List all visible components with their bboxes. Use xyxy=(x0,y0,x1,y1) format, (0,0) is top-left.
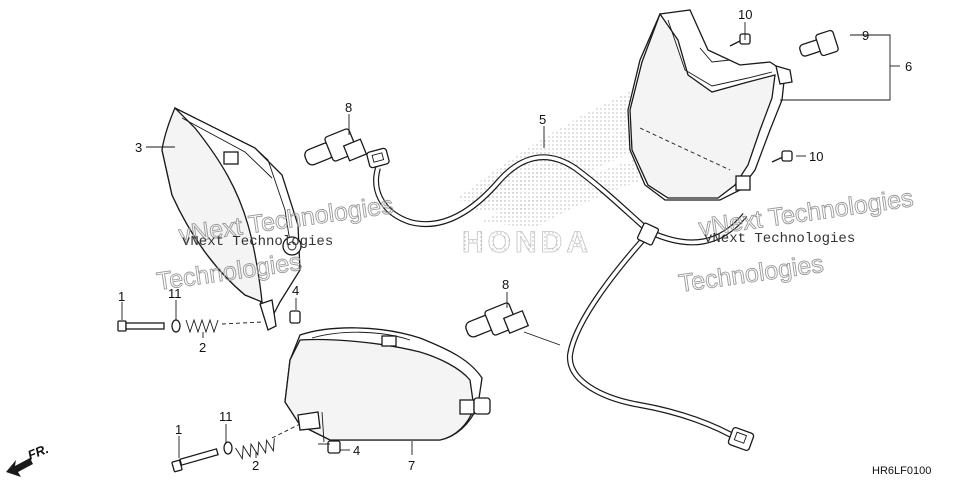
adjuster-set-lower xyxy=(171,411,341,473)
callout-4-lower: 4 xyxy=(353,443,360,458)
callout-11: 11 xyxy=(168,286,182,301)
screw-upper xyxy=(729,33,751,47)
headlight-right xyxy=(284,327,491,441)
brand-mark: HONDA xyxy=(462,226,592,259)
callout-1: 1 xyxy=(118,289,125,304)
callout-10-lower: 10 xyxy=(809,149,823,164)
diagram-code: HR6LF0100 xyxy=(872,465,931,477)
wire-harness-upper xyxy=(366,147,652,235)
callout-7: 7 xyxy=(408,458,415,473)
bulb-lower xyxy=(465,302,530,338)
direction-label: FR. xyxy=(26,441,51,463)
bulb-upper xyxy=(304,128,368,166)
headlight-left xyxy=(161,106,302,331)
callout-8-lower: 8 xyxy=(502,277,509,292)
callout-labels: 3 1 11 2 4 8 5 10 9 6 10 8 1 11 2 4 7 xyxy=(118,7,912,473)
screw-lower xyxy=(771,150,793,163)
callout-9: 9 xyxy=(862,28,869,43)
callout-1-lower: 1 xyxy=(175,422,182,437)
watermark-right: vNext Technologies Technologies vNext Te… xyxy=(676,184,915,299)
svg-text:Technologies: Technologies xyxy=(677,250,825,298)
svg-text:vNext Technologies: vNext Technologies xyxy=(704,231,855,247)
leader-lines xyxy=(121,22,900,458)
callout-2: 2 xyxy=(199,340,206,355)
callout-5: 5 xyxy=(539,112,546,127)
svg-text:vNext Technologies: vNext Technologies xyxy=(182,234,333,250)
callout-4: 4 xyxy=(292,283,299,298)
tail-bulb xyxy=(799,29,839,57)
wire-harness-lower xyxy=(566,213,755,452)
callout-10: 10 xyxy=(738,7,752,22)
callout-2-lower: 2 xyxy=(252,458,259,473)
arrow-icon xyxy=(6,458,33,477)
callout-11-lower: 11 xyxy=(219,409,233,424)
callout-8: 8 xyxy=(345,100,352,115)
callout-3: 3 xyxy=(135,140,142,155)
front-direction-indicator: FR. xyxy=(6,441,51,477)
tail-light-assembly xyxy=(627,9,793,201)
adjuster-set-upper xyxy=(117,310,301,334)
callout-6: 6 xyxy=(905,59,912,74)
